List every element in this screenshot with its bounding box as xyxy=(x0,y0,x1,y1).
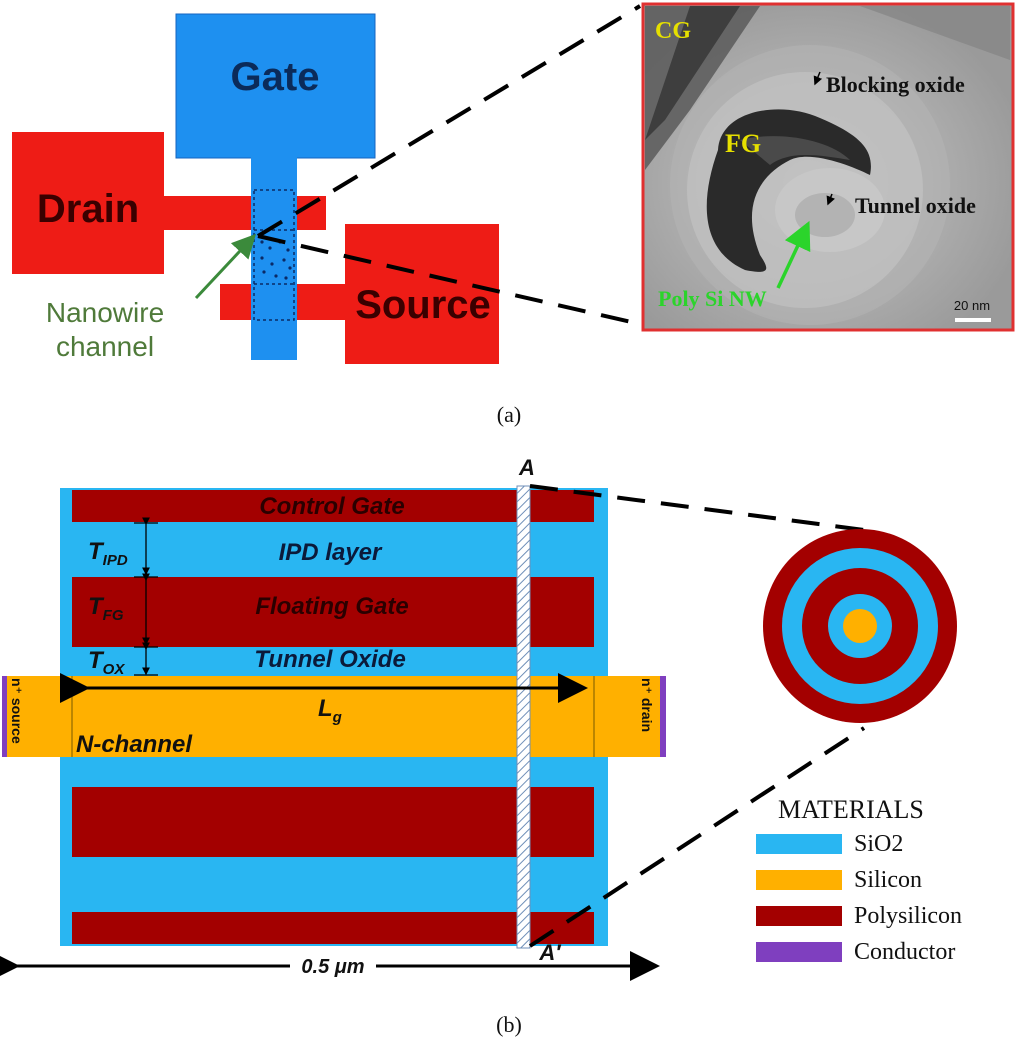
legend-label-polysilicon: Polysilicon xyxy=(854,903,962,929)
legend-label-sio2: SiO2 xyxy=(854,831,903,857)
panel-b: A A′ Control Gate IPD layer Floating Gat… xyxy=(0,455,962,1037)
source-pad xyxy=(345,224,499,364)
cross-section xyxy=(763,529,957,723)
legend-swatch-conductor xyxy=(756,942,842,962)
drain-label: Drain xyxy=(37,187,139,231)
n-drain-label: n⁺ drain xyxy=(639,678,655,732)
ipd-layer-label: IPD layer xyxy=(279,539,383,566)
t-fg-label: TFG xyxy=(88,593,124,624)
t-ipd-label: TIPD xyxy=(88,538,128,569)
control-gate-layer xyxy=(72,490,594,522)
panel-a: Gate Drain Source Nanowire channel xyxy=(12,2,1015,427)
nanowire-label-line2: channel xyxy=(56,331,154,362)
legend-swatch-silicon xyxy=(756,870,842,890)
gate-pad xyxy=(175,13,376,159)
tem-tunnel-oxide-label: Tunnel oxide xyxy=(855,193,976,218)
b-zoom-line-bottom xyxy=(528,726,866,948)
legend-label-silicon: Silicon xyxy=(854,867,922,893)
tem-scale-bar-label: 20 nm xyxy=(954,298,990,313)
source-label: Source xyxy=(355,283,491,327)
drain-contact xyxy=(660,676,666,757)
b-zoom-line-top xyxy=(529,484,865,532)
control-gate-label: Control Gate xyxy=(259,493,404,520)
n-channel-label: N-channel xyxy=(76,731,193,758)
width-label: 0.5 μm xyxy=(301,956,364,978)
lg-label: Lg xyxy=(318,695,342,726)
materials-legend: MATERIALS SiO2 Silicon Polysilicon Condu… xyxy=(756,795,962,965)
floating-gate-label: Floating Gate xyxy=(255,593,408,620)
cut-label-top: A xyxy=(518,455,535,480)
tunnel-oxide-pointer xyxy=(826,193,835,206)
nanowire-pointer xyxy=(194,233,257,300)
legend-label-conductor: Conductor xyxy=(854,939,955,965)
caption-b: (b) xyxy=(496,1012,522,1037)
legend-swatch-sio2 xyxy=(756,834,842,854)
width-label-bg xyxy=(290,954,376,976)
gate-overlap-outline xyxy=(253,189,295,321)
tunnel-oxide-label: Tunnel Oxide xyxy=(254,646,406,673)
legend-swatch-polysilicon xyxy=(756,906,842,926)
cut-line xyxy=(516,485,531,949)
tem-blocking-oxide-label: Blocking oxide xyxy=(826,72,965,97)
cut-label-bottom: A′ xyxy=(538,940,562,965)
zoom-line-top xyxy=(256,4,642,238)
n-source-label: n⁺ source xyxy=(9,678,25,744)
nanowire-label-line1: Nanowire xyxy=(46,297,164,328)
zoom-line-bottom xyxy=(257,234,641,326)
lower-floating-gate-layer xyxy=(72,787,594,857)
tem-image xyxy=(641,2,1015,332)
floating-gate-layer xyxy=(72,577,594,647)
drain-pad xyxy=(12,132,164,274)
tem-cg-label: CG xyxy=(655,18,691,44)
poly-si-nw-pointer xyxy=(776,220,811,289)
drain-arm xyxy=(160,196,326,230)
source-contact xyxy=(2,676,7,757)
blocking-oxide-pointer xyxy=(813,71,823,86)
legend-title: MATERIALS xyxy=(778,795,924,824)
gate-stem-overlap xyxy=(251,190,297,320)
gate-label: Gate xyxy=(231,55,320,99)
thickness-markers xyxy=(134,517,158,676)
tem-fg-label: FG xyxy=(725,129,761,158)
tem-poly-si-nw-label: Poly Si NW xyxy=(658,286,767,311)
caption-a: (a) xyxy=(497,402,521,427)
lower-control-gate-layer xyxy=(72,912,594,944)
